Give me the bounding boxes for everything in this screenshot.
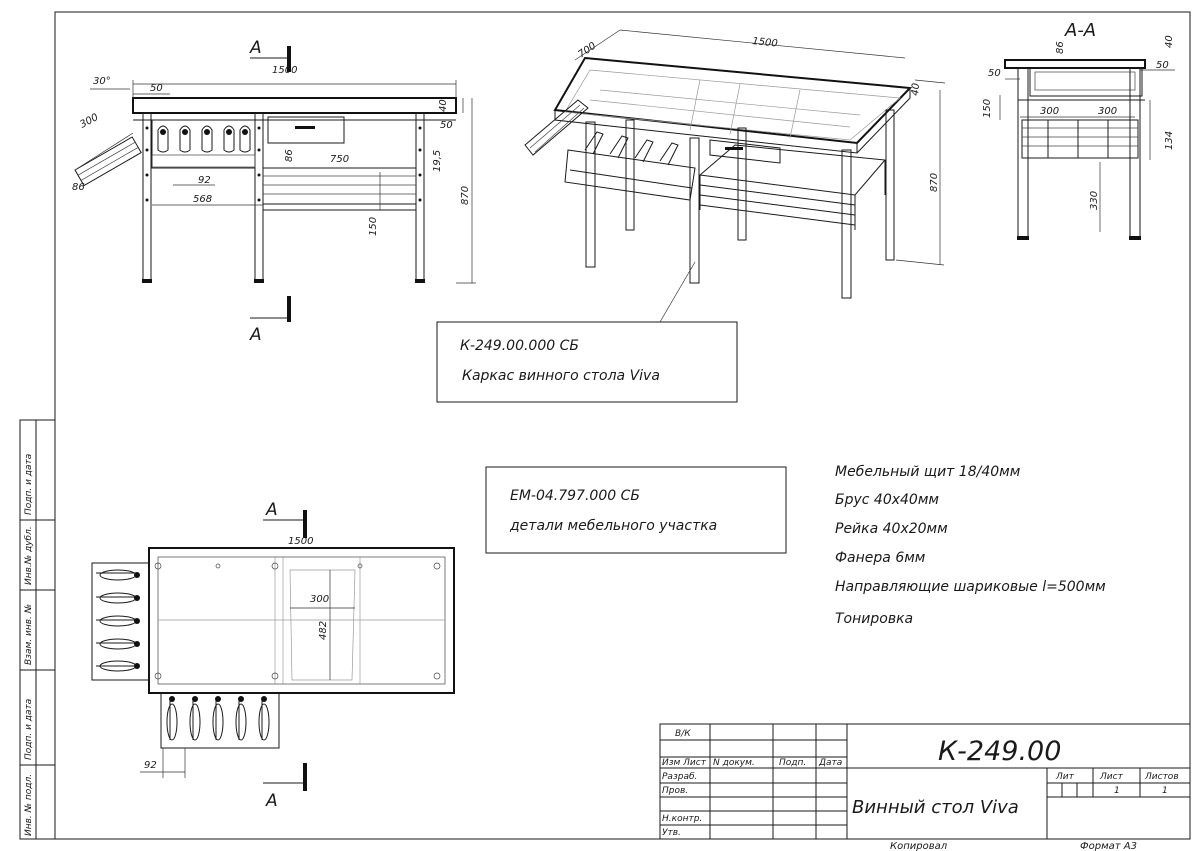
section-letter: А (249, 325, 262, 345)
lit-header: Лит (1055, 772, 1075, 782)
material-item: Брус 40х40мм (835, 492, 939, 508)
title-block (659, 723, 1191, 840)
dim-overhang: 50 (150, 83, 163, 94)
sheet-number: 1 (1114, 786, 1120, 796)
dim-thickness: 40 (910, 83, 922, 97)
dim-shelf-h: 134 (1164, 131, 1175, 150)
format-label: Формат А3 (1080, 841, 1137, 851)
callout-details-line2: детали мебельного участка (509, 518, 717, 534)
dim-span-a: 300 (1040, 106, 1059, 117)
section-letters-plan: А А (265, 500, 278, 811)
materials-list: Мебельный щит 18/40мм Брус 40х40мм Рейка… (835, 464, 1106, 627)
dim-pitch: 92 (198, 175, 211, 186)
sheet-frame (19, 11, 1191, 840)
dim-rack-drop: 86 (72, 182, 85, 193)
dim-rail-l: 482 (318, 621, 329, 640)
dim-rack-span: 568 (193, 194, 212, 205)
plan-view (91, 510, 455, 791)
callout-details (485, 466, 787, 554)
dim-right-over: 50 (1156, 60, 1169, 71)
section-letters-top: А А (249, 38, 262, 345)
stamp-row: Н.контр. (662, 814, 702, 824)
callout-frame (436, 321, 738, 403)
dim-top-h: 86 (1055, 41, 1066, 54)
dim-box-h: 150 (982, 99, 993, 118)
callout-details-text: ЕМ-04.797.000 СБ детали мебельного участ… (509, 488, 717, 534)
sheets-total: 1 (1162, 786, 1168, 796)
lit-header: Листов (1144, 772, 1179, 782)
material-item: Рейка 40х20мм (835, 521, 948, 537)
stamp-col: Изм Лист (662, 758, 707, 768)
dim-height: 870 (929, 173, 940, 192)
plan-dimensions: 1500 300 482 92 (144, 536, 329, 771)
dim-length: 1500 (272, 65, 297, 76)
callout-frame-line2: Каркас винного стола Viva (462, 368, 660, 384)
isometric-view (524, 29, 946, 299)
section-dimensions: А-А 86 40 50 50 150 300 300 134 330 (982, 20, 1175, 210)
dim-top-thickness: 40 (438, 99, 449, 112)
stamp-row: Разраб. (662, 772, 697, 782)
callout-details-line1: ЕМ-04.797.000 СБ (510, 488, 640, 504)
section-letter: А (265, 500, 278, 520)
front-view (74, 80, 476, 284)
dim-span-b: 300 (1098, 106, 1117, 117)
side-strip-label: Подп. и дата (24, 699, 34, 760)
dim-length: 1500 (752, 36, 778, 50)
stamp-row: Утв. (662, 828, 681, 838)
material-item: Фанера 6мм (835, 550, 926, 566)
stamp-vk: В/К (675, 729, 691, 739)
section-title: А-А (1064, 20, 1096, 41)
dim-pitch: 92 (144, 760, 157, 771)
dim-shelf-h: 150 (368, 217, 379, 236)
side-strip-label: Подп. и дата (24, 454, 34, 515)
section-view (999, 59, 1175, 240)
stamp-col: Подп. (779, 758, 806, 768)
callout-frame-text: К-249.00.000 СБ Каркас винного стола Viv… (460, 338, 660, 384)
callout-frame-line1: К-249.00.000 СБ (460, 338, 579, 354)
side-strip-labels: Инв. № подл. Подп. и дата Взам. инв. № И… (24, 454, 34, 836)
dim-height: 870 (460, 186, 471, 205)
stamp-col: N докум. (713, 758, 755, 768)
title-block-text: В/К Изм Лист N докум. Подп. Дата Разраб.… (662, 729, 1179, 851)
section-letter: А (249, 38, 262, 58)
dim-floor-gap: 330 (1089, 191, 1100, 210)
dim-angle: 30° (93, 76, 111, 87)
dim-drawer-w: 750 (330, 154, 349, 165)
dim-rack-length: 300 (78, 112, 100, 131)
dim-top-t: 40 (1164, 35, 1175, 48)
section-mark-top (250, 46, 291, 322)
lit-header: Лист (1099, 772, 1124, 782)
side-strip-label: Инв. № подл. (24, 774, 34, 836)
drawing-name: Винный стол Viva (852, 797, 1019, 818)
side-strip-label: Инв.№ дубл. (24, 526, 34, 585)
copied-label: Копировал (890, 841, 948, 851)
dim-left-over: 50 (988, 68, 1001, 79)
dim-offset: 50 (440, 120, 453, 131)
callout-leader (659, 261, 696, 323)
side-strip-label: Взам. инв. № (24, 604, 34, 665)
dim-gap: 19,5 (432, 150, 443, 172)
dim-rail-w: 300 (310, 594, 329, 605)
drawing-number: К-249.00 (938, 736, 1061, 767)
dim-drawer-h: 86 (284, 149, 295, 162)
section-letter: А (265, 791, 278, 811)
material-item: Направляющие шариковые l=500мм (835, 579, 1106, 595)
dim-length: 1500 (288, 536, 313, 547)
material-item: Мебельный щит 18/40мм (835, 464, 1021, 480)
stamp-col: Дата (818, 758, 842, 768)
material-item: Тонировка (835, 611, 913, 627)
stamp-row: Пров. (662, 786, 688, 796)
